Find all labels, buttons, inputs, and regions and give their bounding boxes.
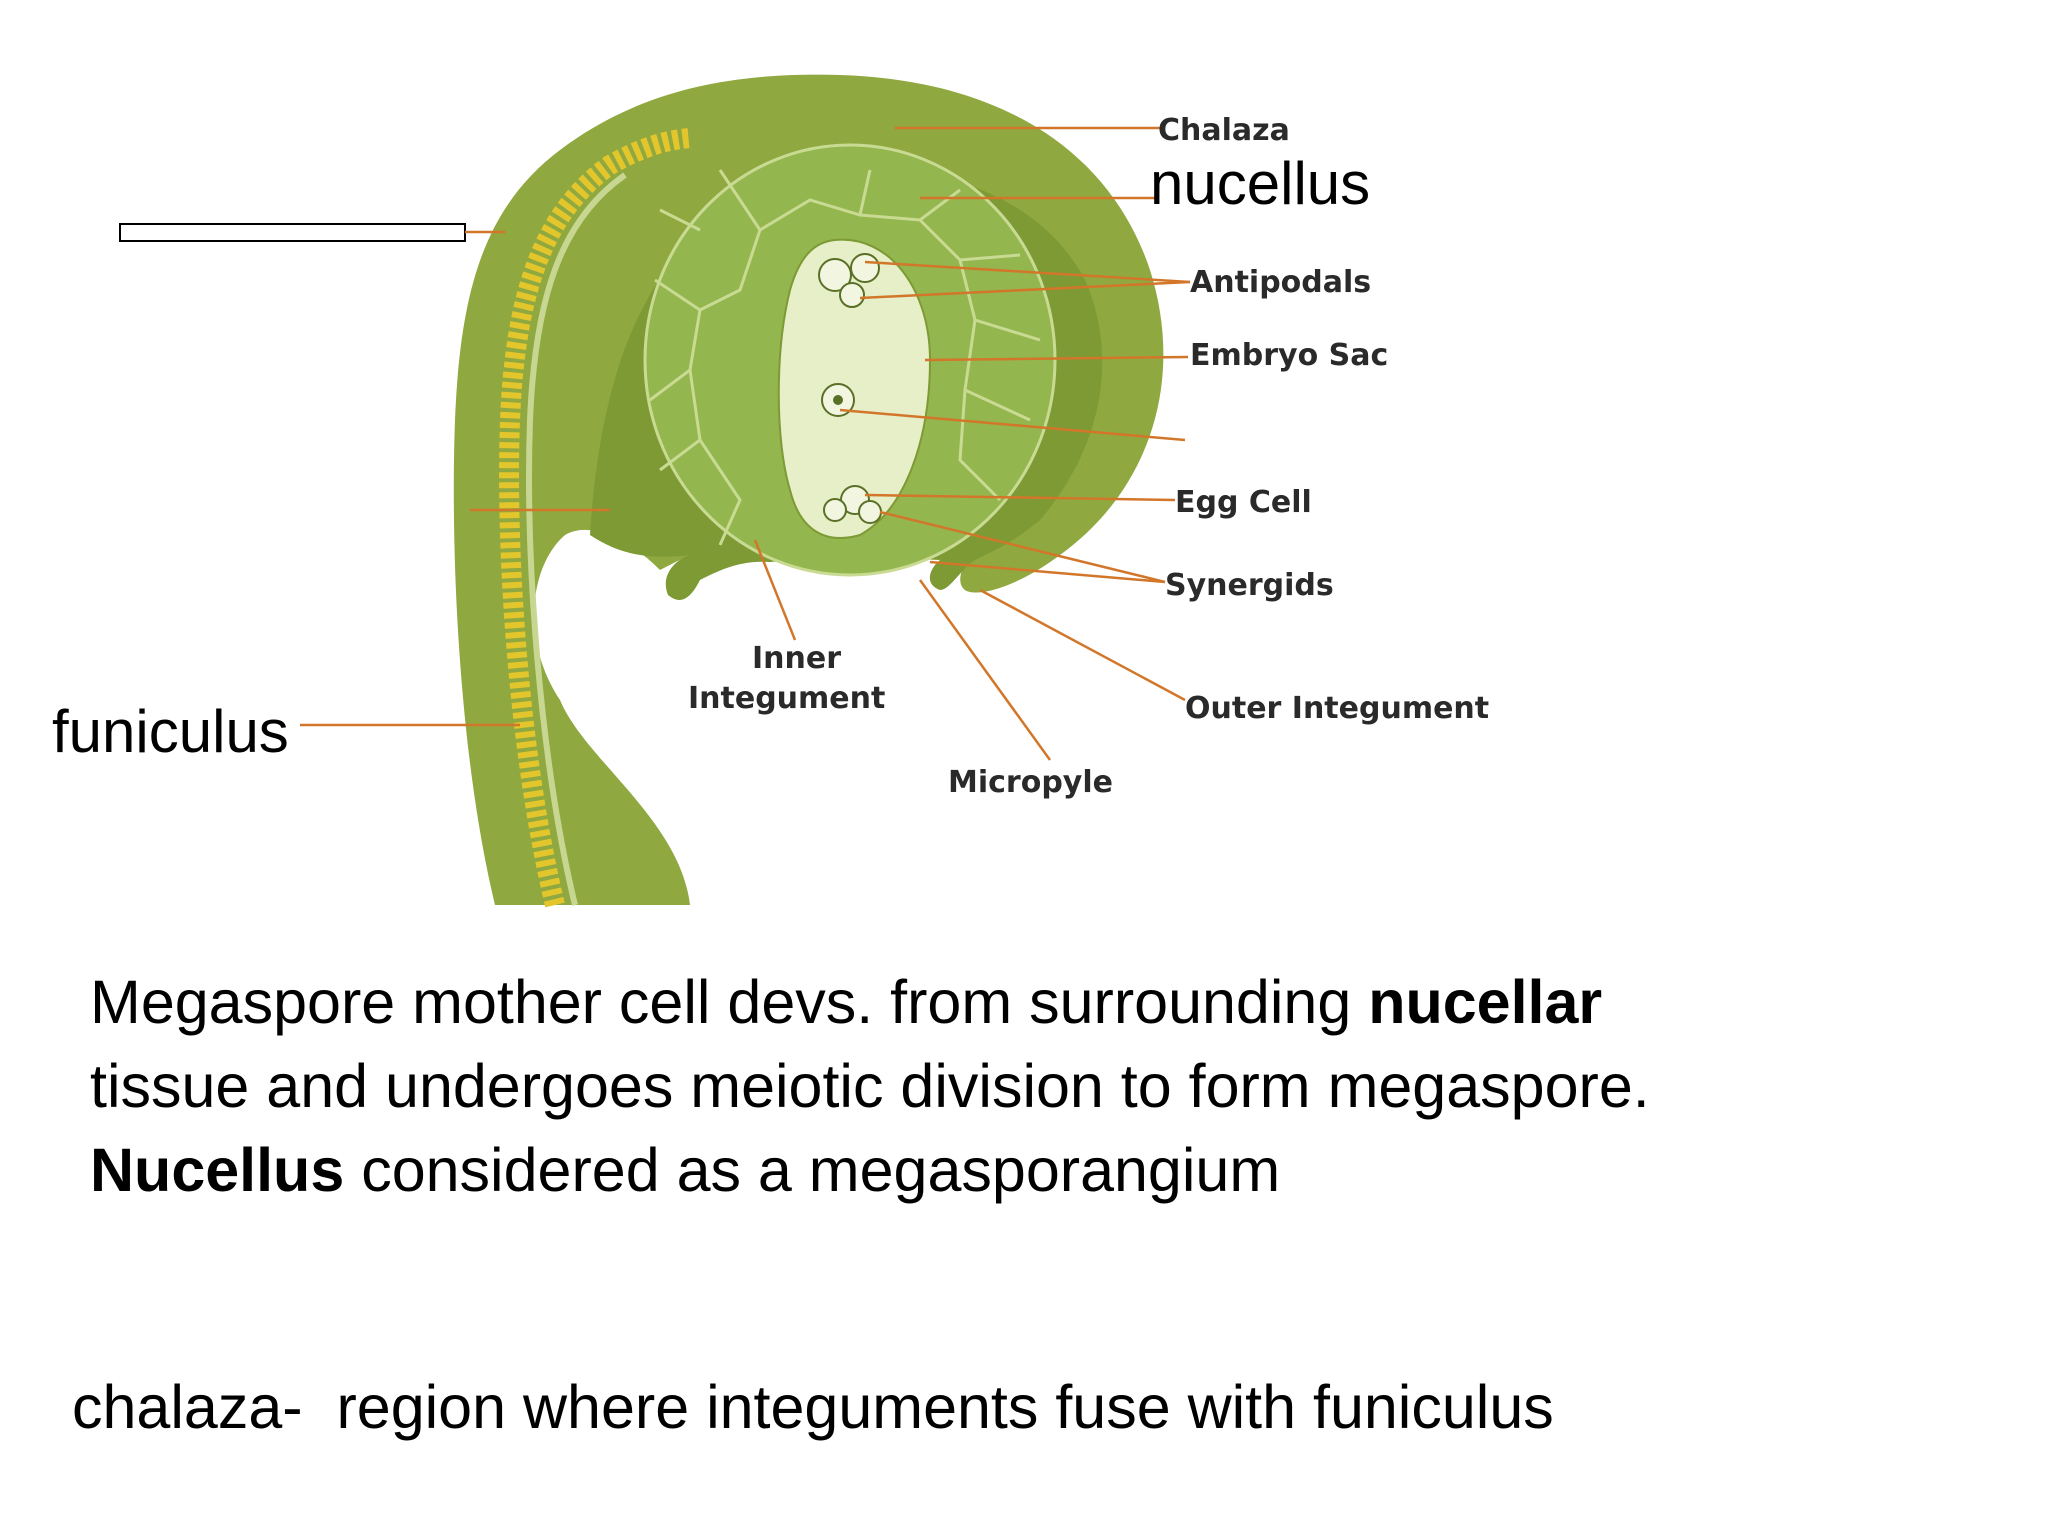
chalaza-note: chalaza- region where integuments fuse w… [72, 1373, 1554, 1441]
outer-integument-label: Outer Integument [1185, 691, 1489, 726]
egg-apparatus [823, 485, 882, 524]
polar-nucleus [821, 383, 855, 417]
micropyle-leader [918, 579, 1052, 761]
nucellar-term: nucellar [1368, 968, 1603, 1036]
micropyle-label: Micropyle [948, 765, 1113, 800]
antipodals-label: Antipodals [1190, 265, 1371, 300]
antipodals-leader-1 [864, 260, 1191, 284]
raphe-label-box [119, 223, 466, 242]
funiculus-label: funiculus [52, 698, 289, 765]
outer-integument-leader [979, 588, 1186, 702]
nucellus-term: Nucellus [90, 1136, 345, 1204]
vascular-strand [499, 128, 691, 908]
description-line3-part2: considered as a megasporangium [344, 1136, 1281, 1204]
antipodal-cells [818, 253, 880, 308]
ovule-diagram: Chalaza nucellus Antipodals Embryo Sac E… [52, 74, 1489, 908]
description-line1-part1: Megaspore mother cell devs. from surroun… [90, 968, 1369, 1036]
embryo-sac-shape [777, 238, 932, 539]
inner-integument-leader [753, 539, 797, 641]
synergids-leader-2 [929, 560, 1166, 584]
embryo-sac-label: Embryo Sac [1190, 338, 1388, 373]
embryo-sac-leader [924, 355, 1189, 362]
antipodals-leader-2 [859, 280, 1191, 300]
inner-integument-label-line2: Integument [688, 681, 885, 716]
description-line2: tissue and undergoes meiotic division to… [90, 1052, 1650, 1120]
polar-nuclei-leader [839, 408, 1186, 442]
nucellus-cells [649, 169, 1041, 546]
egg-cell-leader [864, 493, 1176, 502]
egg-cell-label: Egg Cell [1175, 485, 1312, 520]
nucellus-label: nucellus [1150, 150, 1370, 217]
vascular-strand-edge [526, 172, 627, 906]
description-paragraph: Megaspore mother cell devs. from surroun… [90, 960, 1990, 1212]
chalaza-label: Chalaza [1158, 113, 1290, 148]
inner-integument-label-line1: Inner [752, 641, 841, 676]
synergids-leader-1 [879, 510, 1166, 584]
synergids-label: Synergids [1165, 568, 1334, 603]
